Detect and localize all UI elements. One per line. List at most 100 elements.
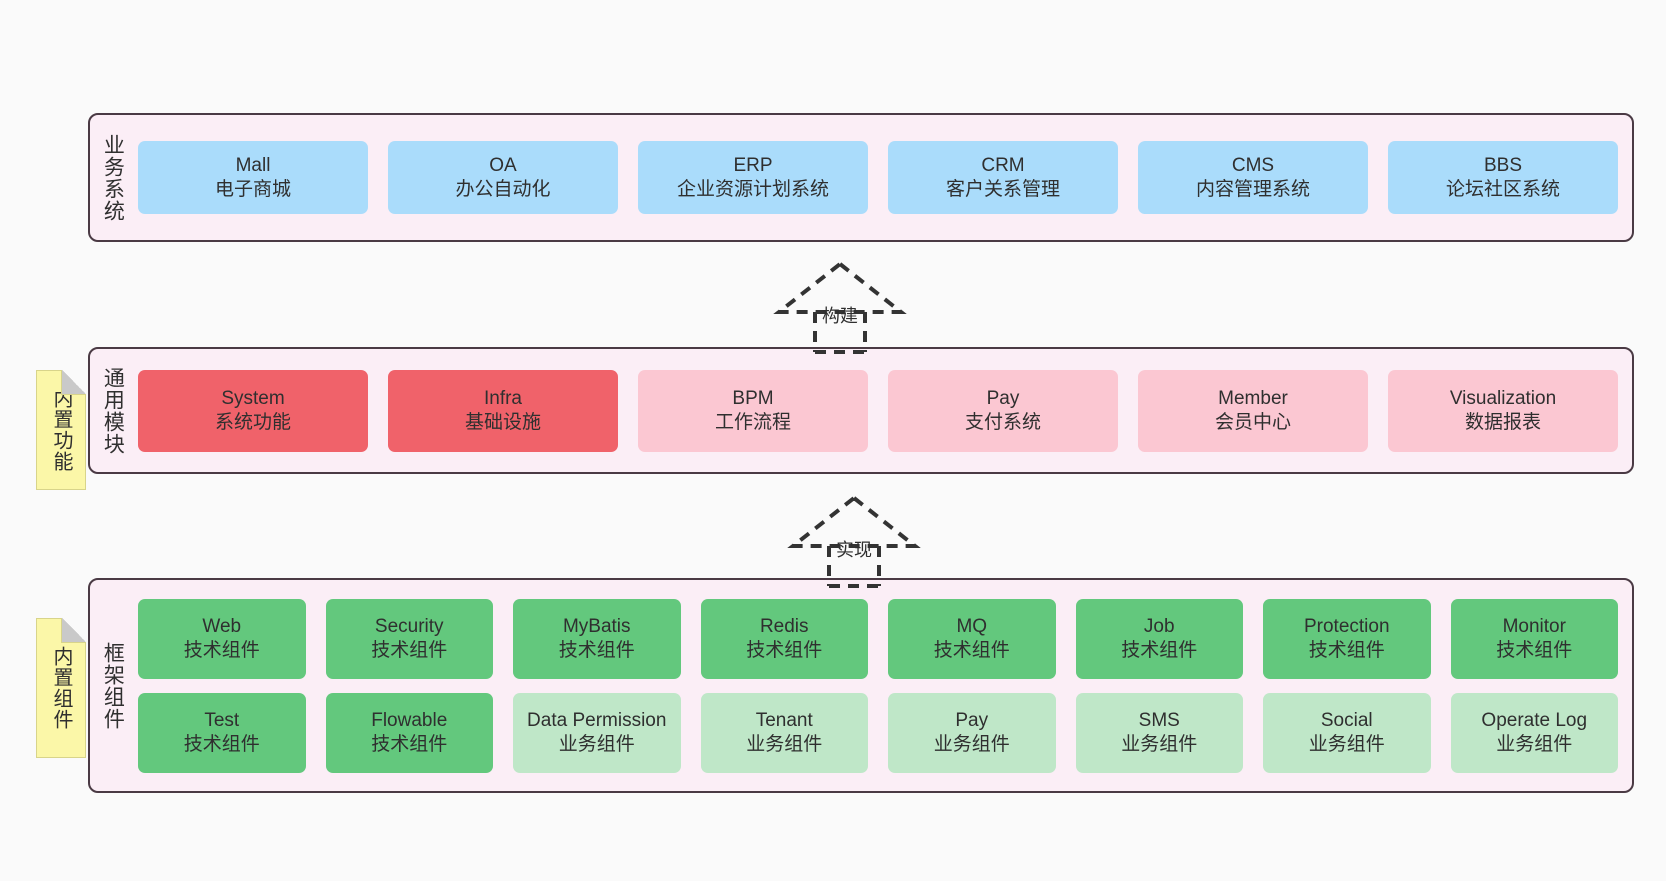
card-title-cn: 客户关系管理 [945,178,1060,200]
card-title-cn: 业务组件 [746,733,823,755]
connector-realize: 实现 [769,492,939,588]
card-title-cn: 支付系统 [964,411,1041,433]
card-title-cn: 企业资源计划系统 [676,178,829,200]
card-title-en: System [221,388,285,410]
card-member[interactable]: Member 会员中心 [1138,369,1368,452]
card-title-en: Visualization [1449,388,1557,410]
layer-title-business: 业务系统 [101,133,125,222]
card-title-cn: 技术组件 [1308,639,1385,661]
arrow-head-triangle [787,495,921,548]
card-row: Web 技术组件 Security 技术组件 MyBatis 技术组件 Redi… [138,598,1618,679]
card-title-cn: 数据报表 [1464,411,1541,433]
card-title-cn: 技术组件 [183,639,260,661]
card-title-en: Test [204,710,240,732]
card-title-cn: 技术组件 [371,733,448,755]
card-title-en: OA [489,155,517,177]
card-security[interactable]: Security 技术组件 [325,598,493,679]
card-visualization[interactable]: Visualization 数据报表 [1388,369,1618,452]
card-title-en: Flowable [371,710,448,732]
card-test[interactable]: Test 技术组件 [138,692,306,773]
card-title-cn: 技术组件 [1121,639,1198,661]
card-title-en: MQ [956,616,988,638]
card-title-cn: 工作流程 [714,411,791,433]
layer-body-common: System 系统功能 Infra 基础设施 BPM 工作流程 Pay 支付系统… [134,349,1632,472]
card-job[interactable]: Job 技术组件 [1075,598,1243,679]
card-title-cn: 业务组件 [1121,733,1198,755]
layer-body-framework: Web 技术组件 Security 技术组件 MyBatis 技术组件 Redi… [134,580,1632,791]
card-title-cn: 技术组件 [558,639,635,661]
card-protection[interactable]: Protection 技术组件 [1263,598,1431,679]
card-title-en: Mall [235,155,271,177]
note-builtin-components: 内置组件 [36,618,86,758]
card-monitor[interactable]: Monitor 技术组件 [1450,598,1618,679]
card-title-cn: 会员中心 [1214,411,1291,433]
card-title-en: Monitor [1502,616,1566,638]
card-crm[interactable]: CRM 客户关系管理 [888,141,1118,214]
card-title-en: Operate Log [1481,710,1588,732]
layer-framework-components: 框架组件 Web 技术组件 Security 技术组件 MyBatis 技术组件… [88,578,1634,793]
card-pay-business[interactable]: Pay 业务组件 [888,692,1056,773]
card-title-cn: 系统功能 [214,411,291,433]
card-oa[interactable]: OA 办公自动化 [388,141,618,214]
card-title-en: CRM [981,155,1025,177]
card-web[interactable]: Web 技术组件 [138,598,306,679]
layer-business-systems: 业务系统 Mall 电子商城 OA 办公自动化 ERP 企业资源计划系统 CRM… [88,113,1634,242]
connector-label-build: 构建 [822,306,858,326]
card-mybatis[interactable]: MyBatis 技术组件 [513,598,681,679]
card-title-cn: 技术组件 [371,639,448,661]
card-social[interactable]: Social 业务组件 [1263,692,1431,773]
layer-title-common: 通用模块 [101,366,125,455]
card-title-cn: 技术组件 [746,639,823,661]
connector-label-realize: 实现 [836,540,872,560]
note-builtin-features: 内置功能 [36,370,86,490]
card-title-cn: 内容管理系统 [1195,178,1310,200]
card-title-en: Security [374,616,444,638]
card-title-cn: 业务组件 [558,733,635,755]
card-sms[interactable]: SMS 业务组件 [1075,692,1243,773]
card-title-en: Web [202,616,242,638]
card-title-en: SMS [1138,710,1180,732]
card-title-cn: 业务组件 [1496,733,1573,755]
card-pay[interactable]: Pay 支付系统 [888,369,1118,452]
card-row: System 系统功能 Infra 基础设施 BPM 工作流程 Pay 支付系统… [138,369,1618,452]
card-data-permission[interactable]: Data Permission 业务组件 [513,692,681,773]
card-title-en: Data Permission [527,710,667,732]
card-bpm[interactable]: BPM 工作流程 [638,369,868,452]
card-tenant[interactable]: Tenant 业务组件 [700,692,868,773]
card-title-en: Redis [759,616,809,638]
card-title-cn: 业务组件 [933,733,1010,755]
card-title-en: ERP [733,155,773,177]
layer-body-business: Mall 电子商城 OA 办公自动化 ERP 企业资源计划系统 CRM 客户关系… [134,115,1632,240]
card-title-en: MyBatis [562,616,631,638]
arrow-head-triangle [773,261,907,314]
layer-common-modules: 通用模块 System 系统功能 Infra 基础设施 BPM 工作流程 Pay… [88,347,1634,474]
card-mall[interactable]: Mall 电子商城 [138,141,368,214]
card-flowable[interactable]: Flowable 技术组件 [325,692,493,773]
card-title-cn: 业务组件 [1308,733,1385,755]
card-bbs[interactable]: BBS 论坛社区系统 [1388,141,1618,214]
card-title-en: Member [1218,388,1288,410]
card-title-en: BPM [732,388,774,410]
card-title-cn: 技术组件 [1496,639,1573,661]
card-title-en: Social [1320,710,1373,732]
card-title-en: BBS [1483,155,1523,177]
layer-title-framework: 框架组件 [101,641,125,730]
card-title-en: CMS [1231,155,1275,177]
card-mq[interactable]: MQ 技术组件 [888,598,1056,679]
card-title-en: Protection [1303,616,1390,638]
card-operate-log[interactable]: Operate Log 业务组件 [1450,692,1618,773]
card-title-cn: 技术组件 [933,639,1010,661]
connector-build: 构建 [755,258,925,354]
card-infra[interactable]: Infra 基础设施 [388,369,618,452]
card-redis[interactable]: Redis 技术组件 [700,598,868,679]
card-title-en: Infra [483,388,523,410]
card-system[interactable]: System 系统功能 [138,369,368,452]
card-title-en: Pay [986,388,1020,410]
card-erp[interactable]: ERP 企业资源计划系统 [638,141,868,214]
card-title-cn: 基础设施 [464,411,541,433]
card-title-cn: 办公自动化 [455,178,551,200]
card-title-en: Job [1143,616,1175,638]
card-cms[interactable]: CMS 内容管理系统 [1138,141,1368,214]
card-title-en: Pay [955,710,989,732]
